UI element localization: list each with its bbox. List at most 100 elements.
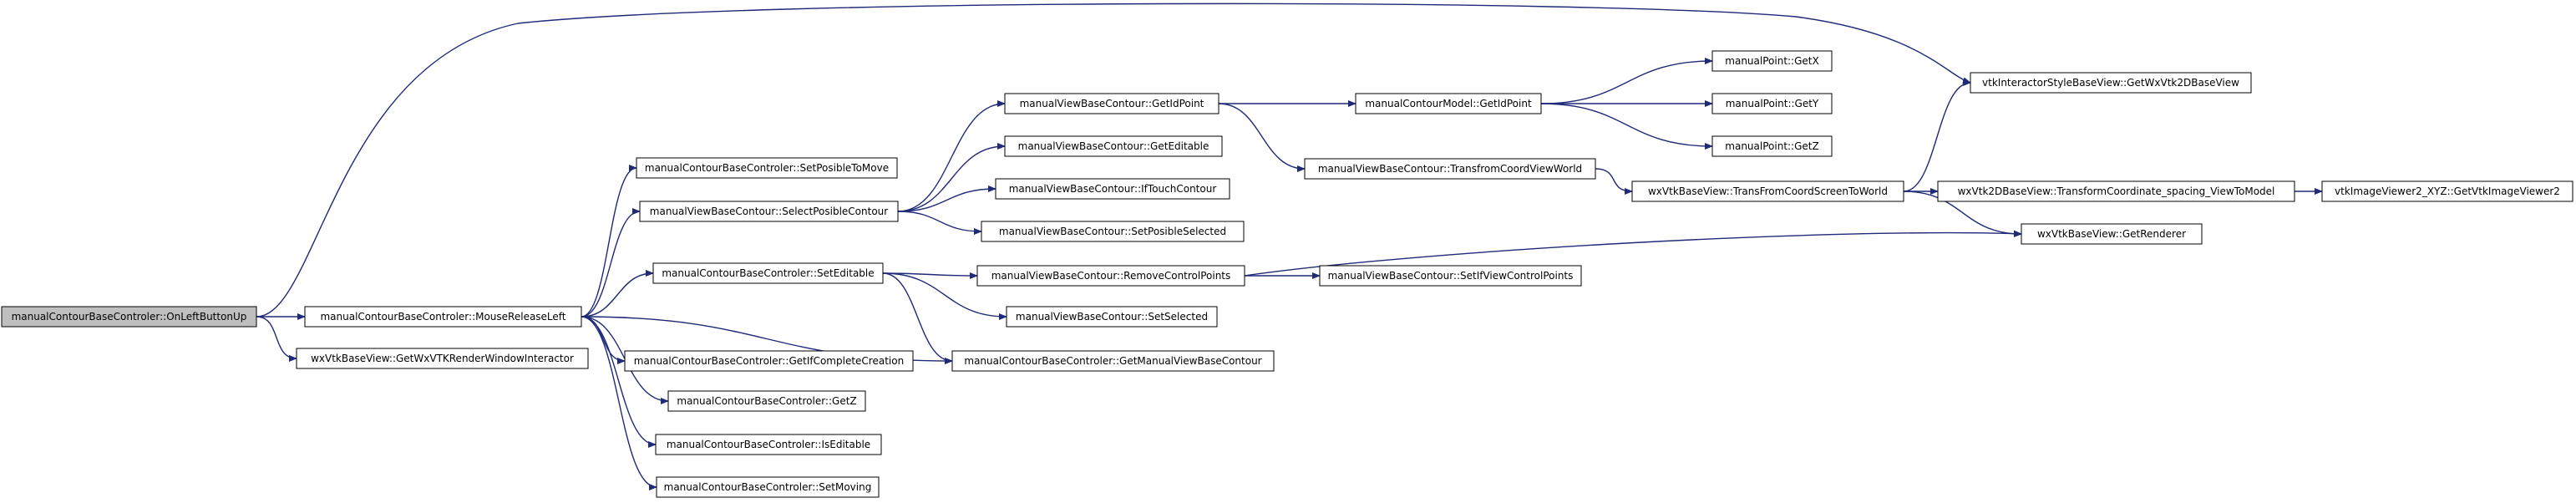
node-label: manualContourBaseControler::SetEditable: [662, 267, 874, 279]
function-node[interactable]: manualPoint::GetX: [1711, 50, 1833, 72]
node-box[interactable]: [1970, 72, 2252, 94]
edge-n0-to-n24: [256, 3, 1971, 318]
function-node[interactable]: manualContourBaseControler::SetEditable: [652, 262, 884, 284]
node-label: manualViewBaseContour::TransfromCoordVie…: [1318, 163, 1582, 175]
node-box[interactable]: [1004, 135, 1223, 157]
function-node[interactable]: manualViewBaseContour::GetEditable: [1004, 135, 1223, 157]
edge-n14-to-n26: [1244, 230, 2022, 277]
function-node[interactable]: wxVtkBaseView::GetWxVTKRenderWindowInter…: [296, 348, 589, 369]
function-node[interactable]: manualContourModel::GetIdPoint: [1355, 93, 1542, 114]
node-box[interactable]: [304, 306, 582, 328]
node-box[interactable]: [1004, 93, 1220, 114]
node-label: wxVtk2DBaseView::TransformCoordinate_spa…: [1958, 185, 2275, 197]
node-label: manualPoint::GetY: [1726, 98, 1819, 109]
node-box[interactable]: [1355, 93, 1542, 114]
edge-n17-to-n20: [1540, 58, 1713, 104]
node-label: manualViewBaseContour::GetIdPoint: [1020, 98, 1204, 109]
node-label: manualContourBaseControler::OnLeftButton…: [12, 311, 247, 323]
node-box[interactable]: [296, 348, 589, 369]
node-box[interactable]: [1631, 180, 1904, 202]
node-label: vtkInteractorStyleBaseView::GetWxVtk2DBa…: [1982, 77, 2239, 89]
node-label: manualViewBaseContour::RemoveControlPoin…: [991, 270, 1231, 282]
node-label: manualContourBaseControler::IsEditable: [667, 439, 870, 450]
function-node[interactable]: manualContourBaseControler::GetZ: [667, 390, 866, 412]
function-node[interactable]: manualViewBaseContour::SelectPosibleCont…: [639, 201, 899, 222]
node-label: manualContourModel::GetIdPoint: [1365, 98, 1532, 109]
node-label: manualViewBaseContour::SetSelected: [1016, 311, 1208, 323]
function-node[interactable]: manualViewBaseContour::TransfromCoordVie…: [1304, 158, 1596, 180]
node-layer: manualContourBaseControler::OnLeftButton…: [1, 50, 2573, 498]
function-node[interactable]: vtkInteractorStyleBaseView::GetWxVtk2DBa…: [1970, 72, 2252, 94]
function-node[interactable]: manualContourBaseControler::SetPosibleTo…: [636, 157, 898, 179]
node-label: manualViewBaseContour::SelectPosibleCont…: [650, 206, 888, 217]
node-label: manualContourBaseControler::SetMoving: [664, 481, 872, 493]
function-node[interactable]: manualContourBaseControler::GetManualVie…: [951, 350, 1275, 372]
edge-n1-to-n4: [581, 208, 641, 318]
node-label: manualPoint::GetX: [1725, 55, 1818, 67]
function-node[interactable]: wxVtk2DBaseView::TransformCoordinate_spa…: [1937, 180, 2295, 202]
edge-n4-to-n12: [897, 185, 996, 212]
node-box[interactable]: [1304, 158, 1596, 180]
edge-n1-to-n5: [581, 270, 654, 318]
node-label: manualViewBaseContour::GetEditable: [1018, 140, 1209, 152]
node-label: manualPoint::GetZ: [1725, 140, 1818, 152]
node-label: wxVtkBaseView::GetRenderer: [2037, 228, 2186, 240]
node-box[interactable]: [652, 262, 884, 284]
node-box[interactable]: [624, 350, 914, 372]
node-box[interactable]: [1, 306, 257, 328]
node-box[interactable]: [636, 157, 898, 179]
edge-n10-to-n18: [1218, 103, 1306, 172]
node-label: wxVtkBaseView::GetWxVTKRenderWindowInter…: [311, 353, 574, 364]
function-node[interactable]: manualViewBaseContour::IfTouchContour: [995, 178, 1230, 200]
node-label: manualContourBaseControler::GetIfComplet…: [634, 355, 904, 367]
function-node[interactable]: manualViewBaseContour::SetSelected: [1006, 306, 1218, 328]
node-box[interactable]: [976, 265, 1245, 287]
node-box[interactable]: [1937, 180, 2295, 202]
node-label: vtkImageViewer2_XYZ::GetVtkImageViewer2: [2335, 185, 2560, 197]
edge-n17-to-n22: [1540, 103, 1713, 150]
node-box[interactable]: [951, 350, 1275, 372]
edge-n4-to-n11: [897, 143, 1006, 212]
edge-n1-to-n3: [581, 165, 637, 318]
node-box[interactable]: [2321, 180, 2573, 202]
edge-n23-to-n24: [1903, 79, 1971, 192]
node-box[interactable]: [1319, 265, 1582, 287]
function-node[interactable]: manualPoint::GetY: [1711, 93, 1833, 114]
edge-n18-to-n23: [1595, 168, 1633, 195]
function-node[interactable]: wxVtkBaseView::TransFromCoordScreenToWor…: [1631, 180, 1904, 202]
function-node[interactable]: wxVtkBaseView::GetRenderer: [2021, 223, 2203, 245]
function-node[interactable]: manualContourBaseControler::GetIfComplet…: [624, 350, 914, 372]
node-box[interactable]: [667, 390, 866, 412]
edge-n1-to-n9: [581, 316, 657, 490]
function-node[interactable]: vtkImageViewer2_XYZ::GetVtkImageViewer2: [2321, 180, 2573, 202]
function-node[interactable]: manualViewBaseContour::RemoveControlPoin…: [976, 265, 1245, 287]
node-box[interactable]: [981, 221, 1245, 242]
node-box[interactable]: [655, 434, 882, 455]
function-node[interactable]: manualViewBaseContour::GetIdPoint: [1004, 93, 1220, 114]
function-node[interactable]: manualContourBaseControler::SetMoving: [656, 476, 880, 498]
function-node[interactable]: manualContourBaseControler::IsEditable: [655, 434, 882, 455]
node-box[interactable]: [656, 476, 880, 498]
node-label: manualContourBaseControler::MouseRelease…: [320, 311, 565, 323]
node-box[interactable]: [1711, 93, 1833, 114]
function-node[interactable]: manualContourBaseControler::MouseRelease…: [304, 306, 582, 328]
edge-n23-to-n26: [1903, 191, 2022, 237]
edge-n4-to-n10: [897, 100, 1006, 212]
function-node[interactable]: manualPoint::GetZ: [1711, 135, 1833, 157]
edge-n4-to-n13: [897, 211, 982, 235]
root-node[interactable]: manualContourBaseControler::OnLeftButton…: [1, 306, 257, 328]
node-box[interactable]: [995, 178, 1230, 200]
node-box[interactable]: [1006, 306, 1218, 328]
edge-n5-to-n15: [882, 272, 1007, 320]
node-box[interactable]: [1711, 50, 1833, 72]
node-label: manualContourBaseControler::GetZ: [677, 395, 856, 407]
edge-n5-to-n14: [882, 272, 978, 279]
function-node[interactable]: manualViewBaseContour::SetPosibleSelecte…: [981, 221, 1245, 242]
edge-n0-to-n2: [256, 316, 297, 362]
node-box[interactable]: [639, 201, 899, 222]
function-node[interactable]: manualViewBaseContour::SetIfViewControlP…: [1319, 265, 1582, 287]
node-box[interactable]: [1711, 135, 1833, 157]
node-label: manualContourBaseControler::SetPosibleTo…: [645, 162, 889, 174]
node-box[interactable]: [2021, 223, 2203, 245]
